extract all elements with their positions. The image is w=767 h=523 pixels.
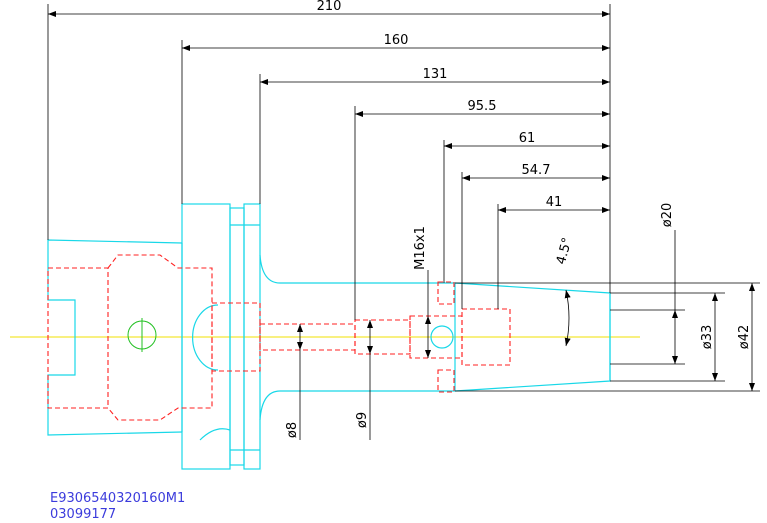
- dim-210: 210: [317, 0, 342, 14]
- dim-d33: ø33: [700, 325, 715, 350]
- thread-label: M16x1: [413, 226, 428, 270]
- dim-d42: ø42: [737, 325, 752, 350]
- holder-outline: [47, 203, 611, 470]
- dim-d20: ø20: [660, 203, 675, 228]
- dim-d9: ø9: [355, 412, 370, 428]
- dim-41: 41: [546, 195, 563, 210]
- dim-54-7: 54.7: [522, 163, 551, 178]
- extension-lines: [47, 4, 760, 392]
- dim-61: 61: [519, 131, 536, 146]
- dim-95-5: 95.5: [468, 99, 497, 114]
- length-dimensions: [48, 11, 610, 213]
- dim-160: 160: [384, 33, 409, 48]
- order-number: 03099177: [50, 507, 116, 522]
- dim-d8: ø8: [285, 422, 300, 438]
- hidden-lines: [47, 254, 511, 421]
- diameter-dimensions: [297, 230, 755, 440]
- dim-131: 131: [423, 67, 448, 82]
- taper-angle-label: 4.5°: [554, 236, 576, 266]
- part-number: E9306540320160M1: [50, 491, 185, 506]
- center-marks: [127, 318, 454, 352]
